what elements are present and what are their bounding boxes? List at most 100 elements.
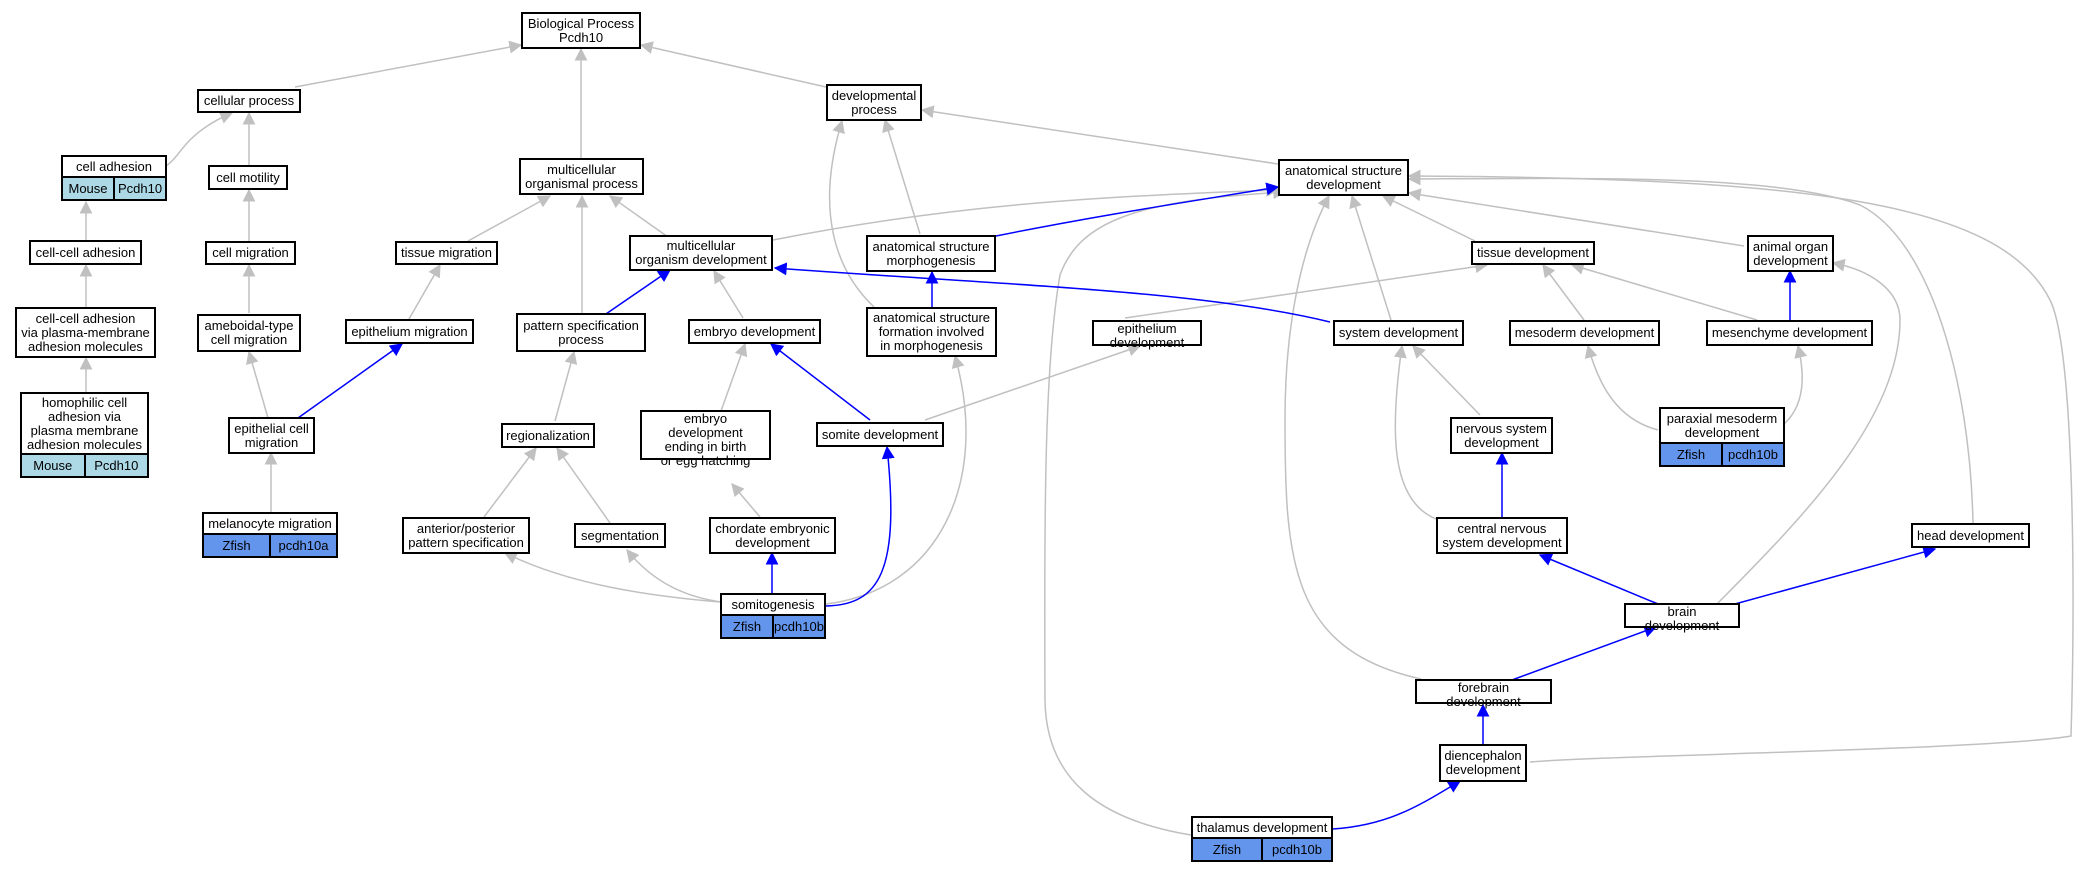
edge-brain-to-animal-organ bbox=[1716, 258, 1901, 605]
go-term-label: head development bbox=[1917, 527, 2024, 543]
go-term-epithelium-development[interactable]: epithelium development bbox=[1092, 320, 1202, 350]
go-term-forebrain-development[interactable]: forebrain development bbox=[1415, 679, 1552, 709]
edge-thalamus-to-diencephalon bbox=[1332, 780, 1462, 830]
go-term-multicellular-organismal-process[interactable]: multicellular organismal process bbox=[519, 158, 644, 195]
go-term-homophilic-cell-adhesion[interactable]: homophilic cell adhesion via plasma memb… bbox=[20, 392, 149, 478]
go-term-label: mesoderm development bbox=[1514, 325, 1655, 340]
go-term-cellular-process[interactable]: cellular process bbox=[197, 89, 301, 113]
go-term-label: embryo development bbox=[693, 323, 816, 339]
go-term-label: anatomical structure development bbox=[1284, 162, 1403, 192]
go-term-somite-development[interactable]: somite development bbox=[816, 422, 944, 447]
edge-cellular-process-to-bp bbox=[294, 40, 523, 88]
go-term-mesenchyme-development[interactable]: mesenchyme development bbox=[1706, 320, 1873, 346]
edge-system-dev-to-mod bbox=[773, 262, 1331, 323]
go-term-ameboidal-type-cell-migration[interactable]: ameboidal-type cell migration bbox=[197, 314, 301, 352]
species-tag: Zfish bbox=[204, 535, 269, 556]
gene-tag: pcdh10a bbox=[269, 535, 336, 556]
go-term-central-nervous-system-development[interactable]: central nervous system development bbox=[1436, 517, 1568, 554]
gene-tag: pcdh10b bbox=[1261, 839, 1331, 860]
go-term-brain-development[interactable]: brain development bbox=[1624, 603, 1740, 633]
edge-embryo-dev-to-mod bbox=[713, 269, 744, 319]
go-term-label: Biological Process Pcdh10 bbox=[527, 15, 635, 45]
go-term-head-development[interactable]: head development bbox=[1911, 523, 2030, 548]
go-term-multicellular-organism-development[interactable]: multicellular organism development bbox=[629, 235, 773, 271]
go-term-system-development[interactable]: system development bbox=[1333, 320, 1464, 346]
go-term-diencephalon-development[interactable]: diencephalon development bbox=[1439, 744, 1527, 782]
edge-somitogenesis-to-somite bbox=[825, 445, 895, 607]
go-term-cell-motility[interactable]: cell motility bbox=[208, 165, 288, 190]
go-term-label: chordate embryonic development bbox=[715, 520, 830, 550]
go-term-cell-cell-adhesion[interactable]: cell-cell adhesion bbox=[29, 240, 142, 265]
edge-ap-to-regionalization bbox=[483, 446, 537, 518]
edge-somite-to-epithelium-dev bbox=[924, 343, 1142, 421]
go-term-label: paraxial mesoderm development bbox=[1666, 410, 1778, 440]
go-term-label: somite development bbox=[821, 426, 939, 442]
go-term-label: anatomical structure formation involved … bbox=[872, 310, 991, 353]
go-term-label: animal organ development bbox=[1752, 238, 1829, 268]
edge-psp-to-mod bbox=[602, 269, 672, 317]
go-term-cell-migration[interactable]: cell migration bbox=[205, 241, 296, 265]
go-term-label: epithelium development bbox=[1109, 321, 1185, 350]
go-term-developmental-process[interactable]: developmental process bbox=[826, 84, 922, 121]
go-term-epithelial-cell-migration[interactable]: epithelial cell migration bbox=[228, 417, 315, 454]
go-term-label: melanocyte migration bbox=[208, 515, 332, 531]
edge-epithelium-dev-to-tissue-dev bbox=[1124, 260, 1489, 319]
edge-somite-to-embryo-dev bbox=[769, 343, 871, 421]
edge-diencephalon-to-asd bbox=[1407, 169, 2074, 763]
go-term-anatomical-structure-development[interactable]: anatomical structure development bbox=[1278, 159, 1409, 196]
go-term-animal-organ-development[interactable]: animal organ development bbox=[1747, 235, 1834, 272]
go-term-label: cellular process bbox=[203, 93, 295, 108]
go-term-label: forebrain development bbox=[1446, 680, 1521, 709]
edge-ecm-to-epithelium-migration bbox=[297, 343, 404, 419]
go-term-tissue-development[interactable]: tissue development bbox=[1471, 241, 1595, 265]
edge-system-dev-to-asd bbox=[1349, 194, 1392, 321]
species-tag: Mouse bbox=[22, 455, 84, 476]
go-term-somitogenesis[interactable]: somitogenesis Zfish pcdh10b bbox=[720, 593, 826, 639]
gene-tag: pcdh10b bbox=[1721, 444, 1783, 465]
go-term-anatomical-structure-morphogenesis[interactable]: anatomical structure morphogenesis bbox=[866, 235, 996, 272]
go-term-regionalization[interactable]: regionalization bbox=[501, 423, 595, 448]
go-term-paraxial-mesoderm-development[interactable]: paraxial mesoderm development Zfish pcdh… bbox=[1659, 407, 1785, 467]
go-term-label: tissue development bbox=[1476, 245, 1589, 260]
go-term-label: multicellular organism development bbox=[635, 238, 767, 267]
edge-chordate-to-ending bbox=[731, 483, 761, 518]
edge-tissue-dev-to-asd bbox=[1381, 195, 1476, 242]
go-term-label: system development bbox=[1338, 325, 1459, 340]
edge-animal-organ-to-asd bbox=[1407, 188, 1745, 247]
go-term-biological-process[interactable]: Biological Process Pcdh10 bbox=[521, 12, 641, 49]
go-term-pattern-specification-process[interactable]: pattern specification process bbox=[516, 313, 646, 352]
edge-asfim-to-developmental-process bbox=[828, 119, 875, 308]
edge-somitogenesis-to-segmentation bbox=[626, 548, 723, 603]
go-term-thalamus-development[interactable]: thalamus development Zfish pcdh10b bbox=[1191, 816, 1333, 862]
go-term-melanocyte-migration[interactable]: melanocyte migration Zfish pcdh10a bbox=[202, 512, 338, 558]
go-term-cell-adhesion[interactable]: cell adhesion Mouse Pcdh10 bbox=[61, 155, 167, 201]
go-term-label: multicellular organismal process bbox=[525, 161, 638, 191]
go-term-embryo-development[interactable]: embryo development bbox=[688, 319, 821, 344]
go-term-chordate-embryonic-development[interactable]: chordate embryonic development bbox=[709, 517, 836, 554]
go-term-label: cell motility bbox=[216, 169, 280, 185]
go-term-label: regionalization bbox=[506, 427, 590, 443]
go-term-nervous-system-development[interactable]: nervous system development bbox=[1450, 417, 1553, 454]
edge-developmental-process-to-bp bbox=[639, 41, 827, 88]
go-term-as-formation-in-morphogenesis[interactable]: anatomical structure formation involved … bbox=[866, 307, 997, 357]
gene-tag: Pcdh10 bbox=[83, 455, 147, 476]
go-term-tissue-migration[interactable]: tissue migration bbox=[395, 241, 498, 265]
go-term-label: anterior/posterior pattern specification bbox=[408, 520, 524, 550]
go-term-segmentation[interactable]: segmentation bbox=[574, 523, 666, 548]
go-term-cell-cell-adhesion-via-plasma-membrane[interactable]: cell-cell adhesion via plasma-membrane a… bbox=[15, 307, 156, 358]
go-term-mesoderm-development[interactable]: mesoderm development bbox=[1509, 320, 1660, 346]
go-term-embryo-development-ending[interactable]: embryo development ending in birth or eg… bbox=[640, 410, 771, 468]
go-term-epithelium-migration[interactable]: epithelium migration bbox=[345, 319, 474, 344]
edge-paraxial-to-mesenchyme bbox=[1783, 344, 1808, 425]
go-term-label: segmentation bbox=[580, 527, 660, 543]
species-tag: Zfish bbox=[722, 616, 772, 637]
edge-somitogenesis-to-asfim bbox=[825, 354, 967, 605]
go-term-label: epithelial cell migration bbox=[234, 420, 309, 450]
edge-ecm-to-ameboidal bbox=[245, 350, 269, 419]
edge-head-to-asd bbox=[1407, 172, 1974, 524]
go-term-label: cell-cell adhesion via plasma-membrane a… bbox=[21, 310, 150, 354]
edge-asm-to-asd bbox=[995, 182, 1280, 237]
edge-mod-to-mop bbox=[608, 195, 669, 238]
go-term-anterior-posterior-pattern[interactable]: anterior/posterior pattern specification bbox=[402, 517, 530, 554]
